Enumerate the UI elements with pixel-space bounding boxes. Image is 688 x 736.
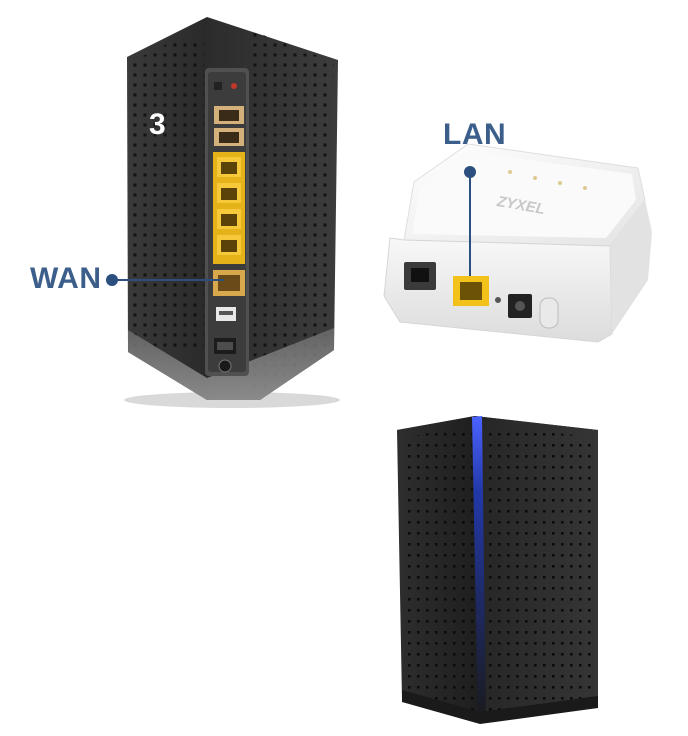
router-wan-port <box>213 270 245 296</box>
lan-label: LAN <box>443 118 507 151</box>
tower-device <box>397 416 598 724</box>
wan-label: WAN <box>30 262 102 295</box>
zyxel-onu: ZYXEL <box>383 143 652 343</box>
router-device <box>124 17 340 408</box>
onu-lan-port <box>453 276 489 306</box>
power-connector <box>214 338 236 354</box>
phone-ports <box>214 106 244 146</box>
step-number: 3 <box>149 108 166 141</box>
router-lan-ports <box>213 152 245 264</box>
lan-pointer <box>464 166 476 276</box>
wan-pointer <box>106 274 224 286</box>
blue-accent-edge <box>472 416 486 722</box>
